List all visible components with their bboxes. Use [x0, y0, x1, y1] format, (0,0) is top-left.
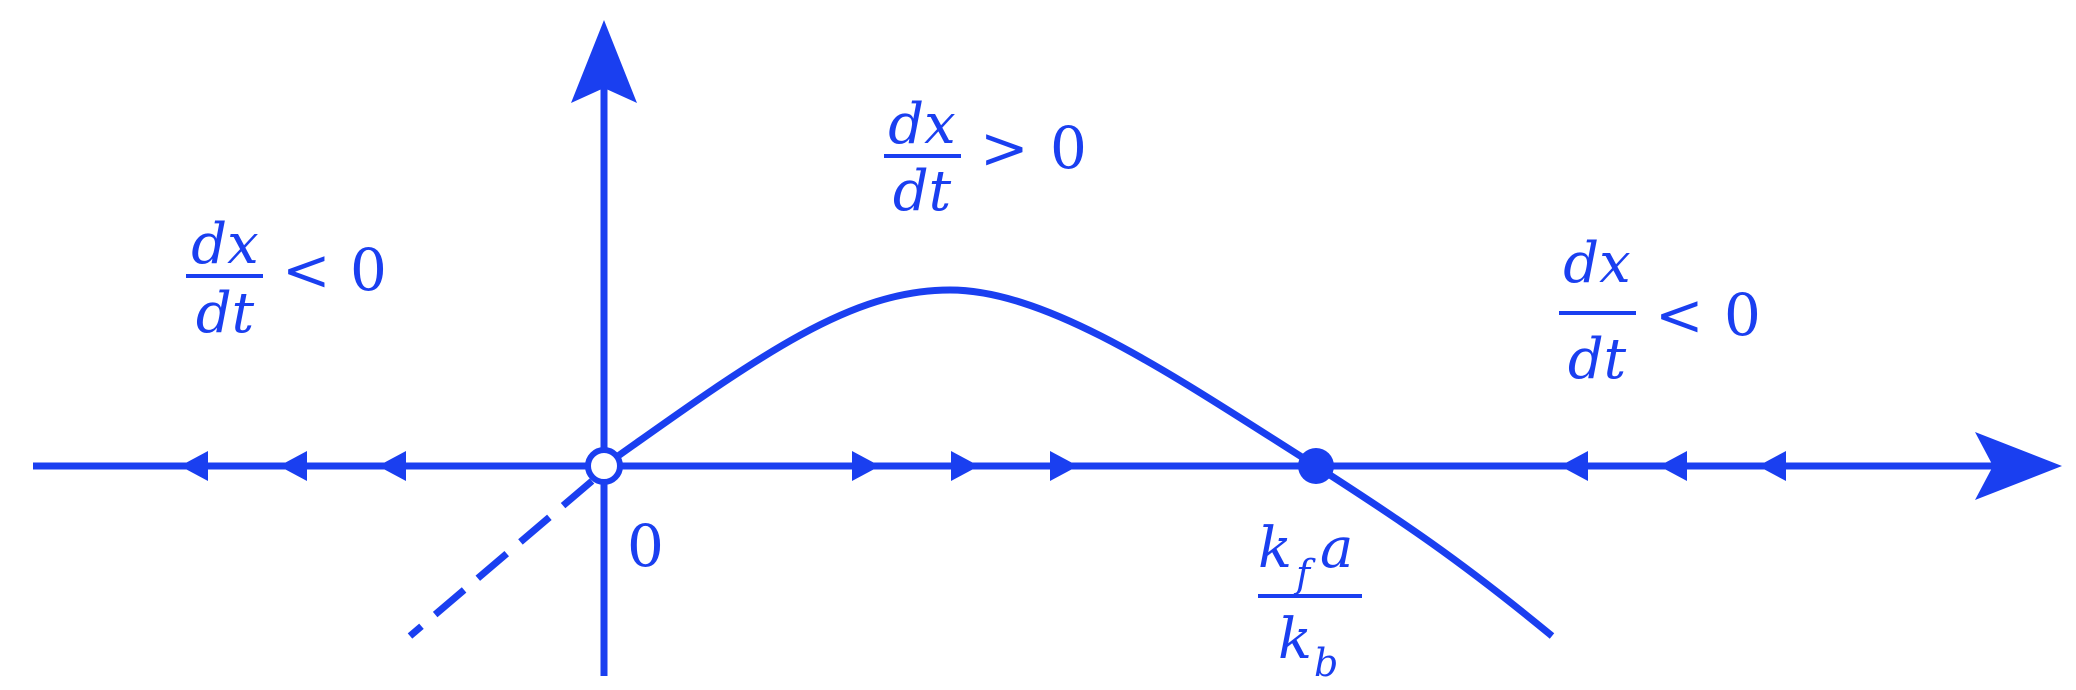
flow-right-arrow-icon	[1050, 451, 1078, 481]
region-left-numerator: dx	[191, 212, 258, 277]
unstable-fixed-point-open-circle	[585, 447, 623, 485]
region-middle-numerator: dx	[888, 92, 955, 157]
region-middle-denominator: dt	[893, 159, 952, 224]
flow-left-arrow-icon	[180, 451, 208, 481]
equilibrium-denominator-sub: b	[1314, 641, 1338, 685]
region-right-value: 0	[1724, 281, 1761, 349]
flow-right-arrow-icon	[951, 451, 979, 481]
flow-left-arrow-icon	[1560, 451, 1588, 481]
equilibrium-label: k f a k b	[1258, 516, 1362, 685]
equilibrium-denominator-k: k	[1278, 607, 1312, 672]
region-middle-label: dx dt > 0	[884, 92, 1087, 224]
rate-curve	[601, 286, 1555, 639]
middle-flow-arrows	[852, 451, 1078, 481]
region-left-denominator: dt	[196, 281, 255, 346]
region-middle-relation: >	[980, 114, 1029, 182]
x-axis-arrowhead-icon	[1975, 432, 2062, 500]
stable-fixed-point-filled-circle	[1298, 448, 1334, 484]
flow-left-arrow-icon	[1659, 451, 1687, 481]
equilibrium-numerator-sub: f	[1293, 552, 1316, 596]
curve-dashed-extension	[407, 478, 595, 639]
region-right-numerator: dx	[1563, 231, 1630, 296]
region-left-label: dx dt < 0	[186, 212, 387, 346]
flow-left-arrow-icon	[378, 451, 406, 481]
region-right-relation: <	[1655, 281, 1704, 349]
left-flow-arrows	[180, 451, 406, 481]
region-right-label: dx dt < 0	[1559, 231, 1761, 392]
flow-left-arrow-icon	[279, 451, 307, 481]
flow-right-arrow-icon	[852, 451, 880, 481]
y-axis-arrowhead-icon	[571, 20, 637, 103]
right-flow-arrows	[1560, 451, 1786, 481]
region-left-relation: <	[282, 236, 331, 304]
equilibrium-numerator-k: k	[1258, 516, 1292, 581]
flow-left-arrow-icon	[1758, 451, 1786, 481]
region-middle-value: 0	[1050, 114, 1087, 182]
equilibrium-numerator-var: a	[1320, 516, 1353, 581]
origin-label: 0	[627, 512, 664, 580]
region-left-value: 0	[350, 236, 387, 304]
region-right-denominator: dt	[1568, 327, 1627, 392]
